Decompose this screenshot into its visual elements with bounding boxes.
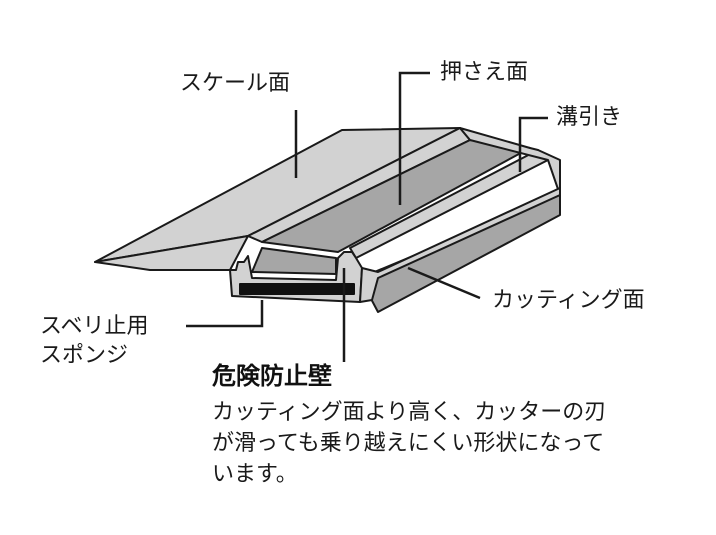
leader-cutting-face xyxy=(407,266,481,300)
far-top-surface xyxy=(459,127,561,196)
leader-groove xyxy=(518,116,548,172)
description-line-2: が滑っても乗り越えにくい形状になって xyxy=(212,431,605,456)
safety-wall-title: 危険防止壁 xyxy=(212,362,332,390)
leader-sponge xyxy=(186,300,264,328)
description-line-1: カッティング面より高く、カッターの刃 xyxy=(212,400,607,425)
label-groove: 溝引き xyxy=(556,105,623,130)
leader-holding-face xyxy=(398,71,430,205)
label-holding-face: 押さえ面 xyxy=(440,60,529,85)
label-scale-face: スケール面 xyxy=(180,71,291,96)
description-line-3: います。 xyxy=(212,462,298,487)
safety-wall-description: カッティング面より高く、カッターの刃 が滑っても乗り越えにくい形状になって いま… xyxy=(212,397,682,490)
groove-floor xyxy=(251,247,337,275)
label-non-slip-sponge-line-2: スポンジ xyxy=(40,343,129,368)
label-non-slip-sponge-line-1: スベリ止用 xyxy=(40,314,149,339)
cutting-face-top xyxy=(359,187,561,303)
label-cutting-face: カッティング面 xyxy=(492,288,645,313)
non-slip-sponge xyxy=(239,283,355,295)
label-non-slip-sponge: スベリ止用 スポンジ xyxy=(40,312,180,370)
